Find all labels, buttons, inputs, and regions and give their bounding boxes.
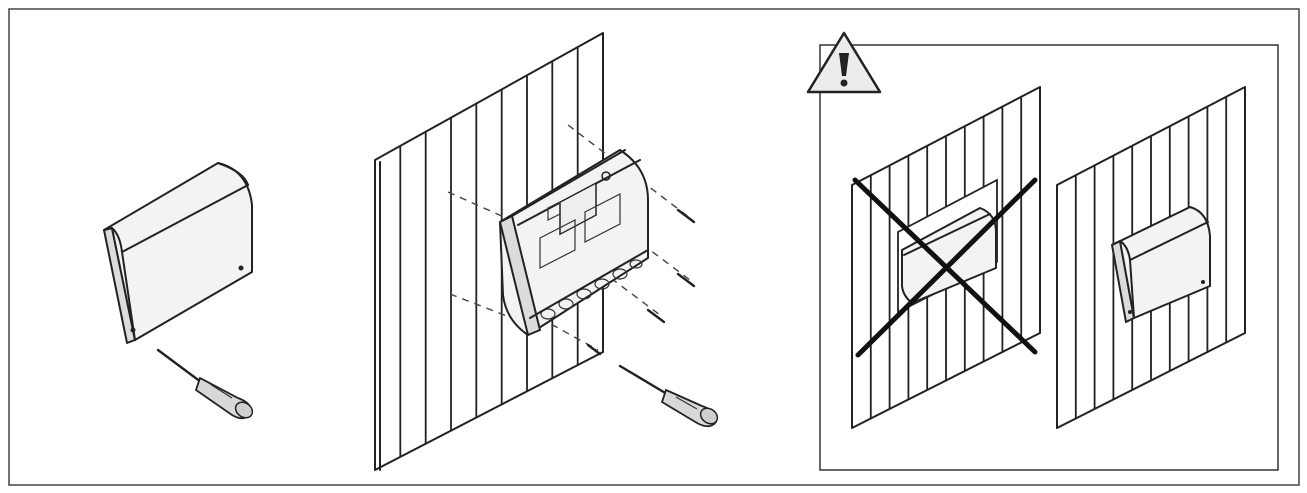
panel-wall-mounting <box>374 32 719 471</box>
cable-glands <box>540 259 643 320</box>
enclosure-cover <box>103 162 253 344</box>
correct-surface-mounting <box>1056 86 1246 429</box>
screwdriver <box>156 348 254 420</box>
enclosure-base <box>499 149 649 336</box>
panel-warning <box>806 31 1279 471</box>
mounting-screws <box>586 208 696 356</box>
warning-triangle-icon <box>806 31 882 94</box>
cross-icon <box>852 177 1038 358</box>
panel-cover-removal <box>103 162 254 420</box>
screwdriver <box>618 364 719 428</box>
outer-frame <box>8 8 1300 486</box>
incorrect-recessed-mounting <box>851 86 1041 429</box>
warning-frame <box>819 44 1279 471</box>
